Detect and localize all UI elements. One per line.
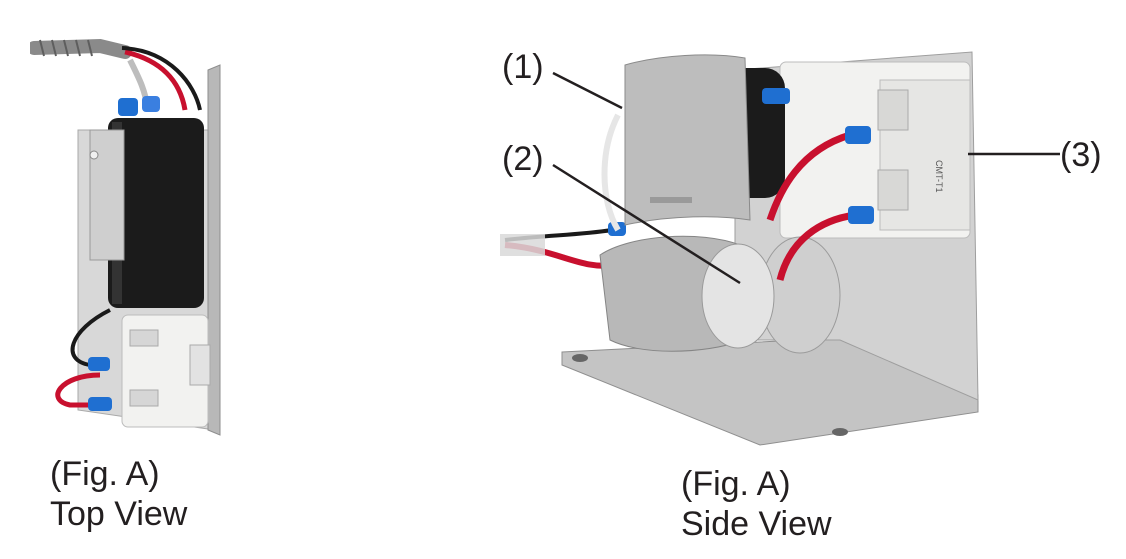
top-view-photo xyxy=(30,30,230,440)
blue-connector xyxy=(848,206,874,224)
figure-label: (Fig. A) xyxy=(681,465,791,503)
blue-connector xyxy=(118,98,138,116)
leader-line-1 xyxy=(552,71,623,110)
mount-hole xyxy=(572,354,588,362)
relay-block: CMT-T1 xyxy=(779,61,971,239)
blue-connector xyxy=(142,96,160,112)
plate-edge xyxy=(207,64,221,436)
top-view-illustration xyxy=(30,38,221,436)
blue-connector xyxy=(88,397,112,411)
callout-1: (1) xyxy=(502,48,544,86)
spiral-wrap-cable xyxy=(30,38,132,59)
leader-line-2 xyxy=(552,163,741,285)
view-label: Top View xyxy=(50,495,188,533)
blue-connector xyxy=(88,357,110,371)
relay-block xyxy=(121,314,211,428)
black-wire xyxy=(70,308,111,367)
callout-3: (3) xyxy=(1060,136,1102,174)
blue-connector xyxy=(845,126,871,144)
black-wire xyxy=(121,46,202,111)
transformer-cylinder xyxy=(89,118,204,308)
figure-label: (Fig. A) xyxy=(50,455,160,493)
red-wire xyxy=(124,49,188,111)
caption-side-view: (Fig. A) Side View xyxy=(681,464,832,544)
blue-connector xyxy=(762,88,790,104)
bracket-screw xyxy=(650,197,692,203)
view-label: Side View xyxy=(681,505,832,543)
red-wire xyxy=(766,131,852,222)
relay-label: CMT-T1 xyxy=(934,160,944,193)
red-wire xyxy=(776,211,856,281)
wire-sleeve xyxy=(500,234,545,256)
metal-bracket xyxy=(624,54,751,226)
side-view-illustration: CMT-T1 xyxy=(500,51,979,446)
red-wire xyxy=(55,372,101,408)
white-wire xyxy=(601,113,621,232)
side-view-photo: CMT-T1 xyxy=(500,40,990,450)
caption-top-view: (Fig. A) Top View xyxy=(50,454,187,534)
mount-hole xyxy=(832,428,848,436)
callout-2: (2) xyxy=(502,140,544,178)
